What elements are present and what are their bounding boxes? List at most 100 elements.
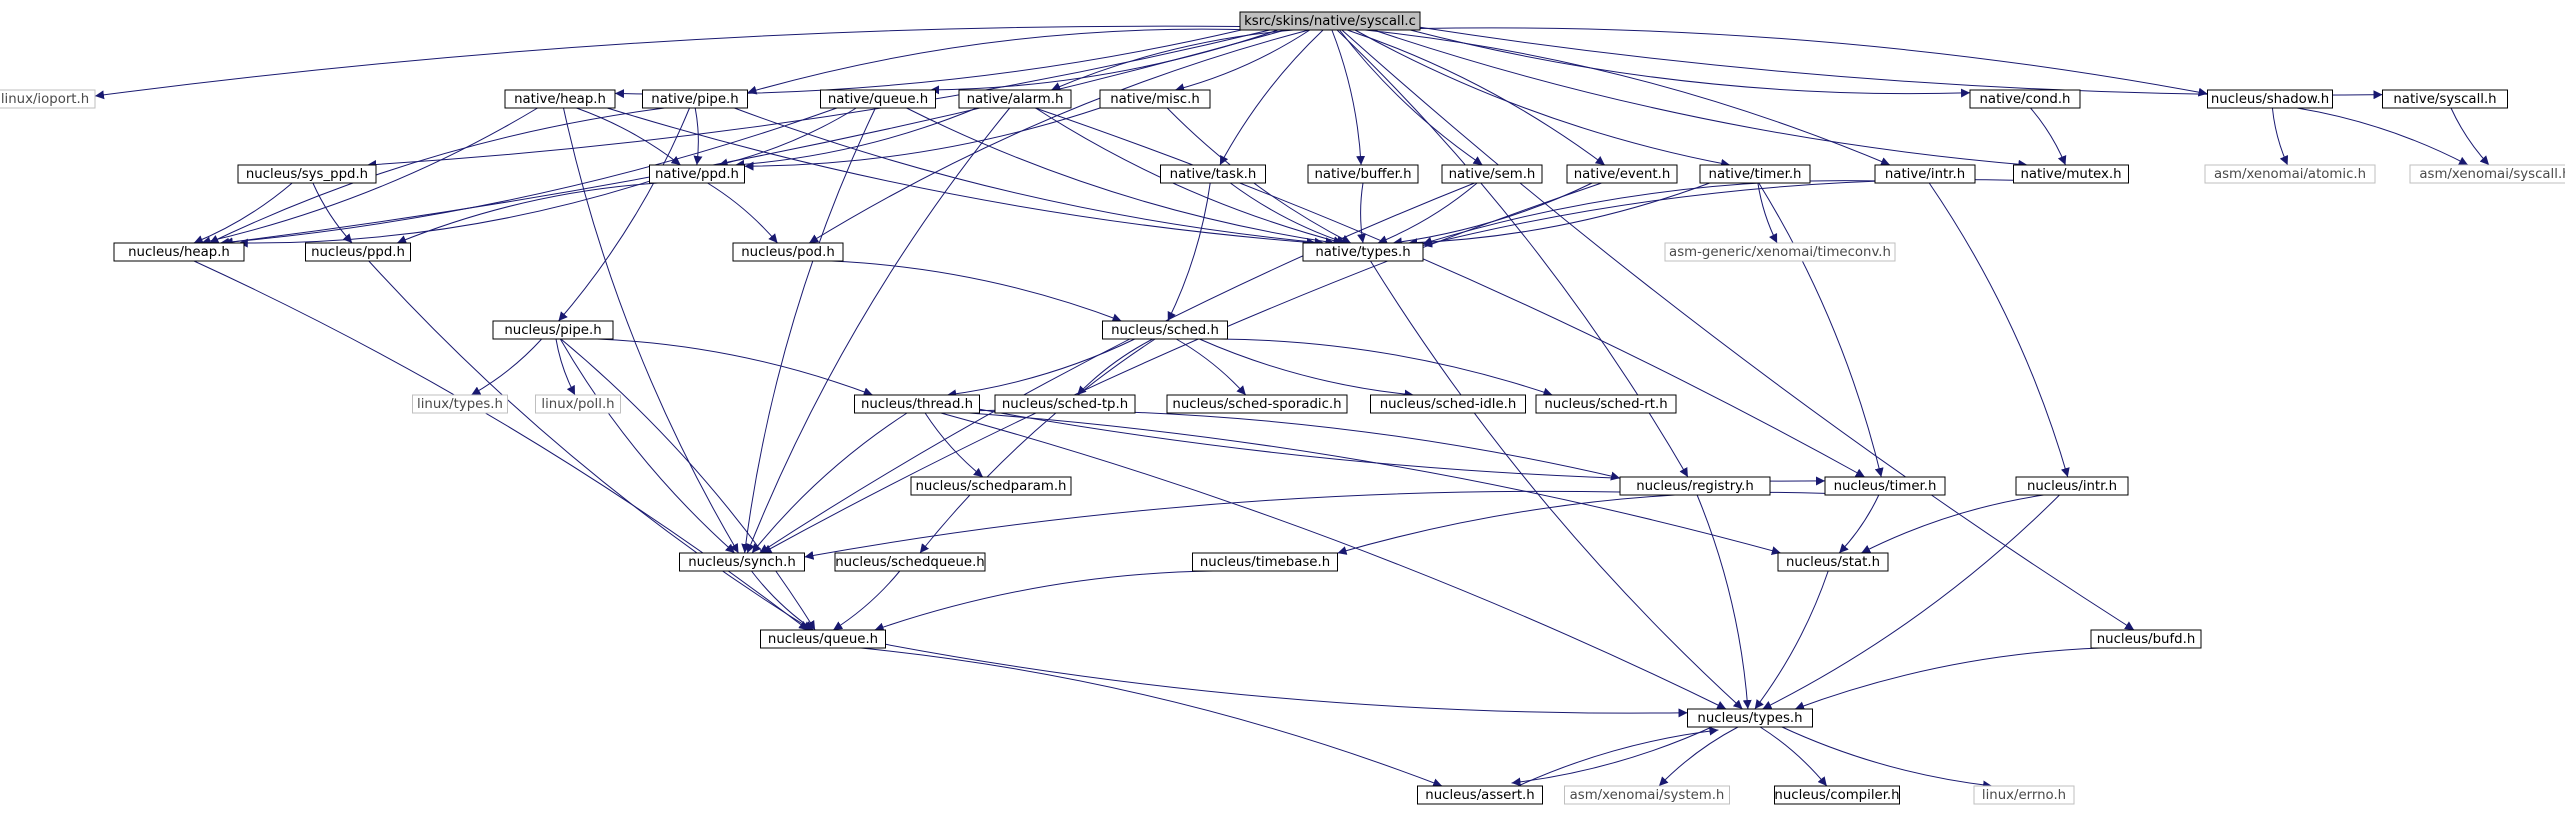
edge-native-alarm-h-to-nucleus-synch-h (746, 107, 1011, 554)
node-asm-generic-xenomai-timeconv-h: asm-generic/xenomai/timeconv.h (1664, 242, 1896, 262)
node-ksrc-skins-native-syscall-c[interactable]: ksrc/skins/native/syscall.c (1239, 11, 1421, 31)
edge-native-alarm-h-to-nucleus-timer-h (1035, 107, 1866, 478)
node-nucleus-bufd-h[interactable]: nucleus/bufd.h (2090, 629, 2202, 649)
node-nucleus-queue-h[interactable]: nucleus/queue.h (760, 629, 886, 649)
node-nucleus-sys-ppd-h[interactable]: nucleus/sys_ppd.h (237, 164, 377, 184)
node-nucleus-assert-h[interactable]: nucleus/assert.h (1417, 785, 1543, 805)
edge-native-event-h-to-nucleus-synch-h (762, 182, 1602, 554)
node-native-mutex-h[interactable]: native/mutex.h (2013, 164, 2129, 184)
edge-ksrc-skins-native-syscall-c-to-native-mutex-h (1373, 29, 2028, 169)
node-nucleus-schedparam-h[interactable]: nucleus/schedparam.h (910, 476, 1072, 496)
edge-nucleus-thread-h-to-nucleus-registry-h (979, 409, 1621, 481)
node-nucleus-schedqueue-h[interactable]: nucleus/schedqueue.h (834, 552, 986, 572)
node-nucleus-heap-h[interactable]: nucleus/heap.h (113, 242, 245, 262)
edge-ksrc-skins-native-syscall-c-to-native-syscall-h (1419, 26, 2383, 100)
edge-nucleus-assert-h-to-nucleus-types-h (1511, 726, 1719, 790)
node-nucleus-ppd-h[interactable]: nucleus/ppd.h (305, 242, 411, 262)
node-native-ppd-h[interactable]: native/ppd.h (649, 164, 745, 184)
node-native-cond-h[interactable]: native/cond.h (1969, 89, 2081, 109)
node-label: native/task.h (1170, 167, 1257, 182)
node-label: nucleus/timer.h (1834, 479, 1937, 494)
node-label: nucleus/stat.h (1786, 555, 1880, 570)
node-native-alarm-h[interactable]: native/alarm.h (958, 89, 1072, 109)
edge-nucleus-sys-ppd-h-to-nucleus-ppd-h (312, 182, 353, 244)
node-box (237, 164, 377, 184)
node-nucleus-pipe-h[interactable]: nucleus/pipe.h (492, 320, 614, 340)
node-label: native/heap.h (514, 92, 606, 107)
node-nucleus-sched-idle-h[interactable]: nucleus/sched-idle.h (1370, 394, 1526, 414)
node-nucleus-stat-h[interactable]: nucleus/stat.h (1777, 552, 1889, 572)
node-box (994, 394, 1136, 414)
node-native-types-h[interactable]: native/types.h (1302, 242, 1424, 262)
node-native-timer-h[interactable]: native/timer.h (1699, 164, 1811, 184)
edge-native-queue-h-to-native-ppd-h (718, 107, 857, 168)
node-native-misc-h[interactable]: native/misc.h (1099, 89, 1211, 109)
node-label: native/cond.h (1980, 92, 2071, 107)
edge-nucleus-thread-h-to-nucleus-synch-h (751, 412, 908, 554)
node-label: native/pipe.h (651, 92, 738, 107)
node-nucleus-pod-h[interactable]: nucleus/pod.h (732, 242, 844, 262)
node-native-sem-h[interactable]: native/sem.h (1441, 164, 1543, 184)
node-label: nucleus/synch.h (688, 555, 796, 570)
node-nucleus-synch-h[interactable]: nucleus/synch.h (679, 552, 805, 572)
node-native-heap-h[interactable]: native/heap.h (504, 89, 616, 109)
edge-nucleus-sched-h-to-nucleus-sched-sporadic-h (1175, 338, 1247, 396)
edge-native-timer-h-to-asm-generic-xenomai-timeconv-h (1757, 182, 1778, 244)
node-asm-xenomai-atomic-h: asm/xenomai/atomic.h (2204, 164, 2376, 184)
node-label: nucleus/bufd.h (2097, 632, 2196, 647)
edge-native-sem-h-to-nucleus-synch-h (759, 182, 1475, 554)
edge-nucleus-registry-h-to-nucleus-types-h (1696, 494, 1752, 710)
node-box (1774, 785, 1900, 805)
node-box (2382, 89, 2508, 109)
node-native-buffer-h[interactable]: native/buffer.h (1307, 164, 1419, 184)
node-nucleus-registry-h[interactable]: nucleus/registry.h (1619, 476, 1771, 496)
node-nucleus-shadow-h[interactable]: nucleus/shadow.h (2207, 89, 2333, 109)
node-box (1370, 394, 1526, 414)
node-native-task-h[interactable]: native/task.h (1160, 164, 1266, 184)
edge-native-pipe-h-to-native-ppd-h (693, 107, 703, 166)
node-nucleus-compiler-h[interactable]: nucleus/compiler.h (1774, 785, 1900, 805)
edge-nucleus-thread-h-to-nucleus-schedparam-h (924, 412, 984, 478)
edge-native-heap-h-to-native-ppd-h (576, 107, 681, 166)
edge-native-ppd-h-to-nucleus-ppd-h (396, 182, 658, 244)
node-label: nucleus/shadow.h (2211, 92, 2329, 107)
node-box (1160, 164, 1266, 184)
node-nucleus-timer-h[interactable]: nucleus/timer.h (1824, 476, 1946, 496)
node-native-pipe-h[interactable]: native/pipe.h (642, 89, 748, 109)
node-label: native/buffer.h (1314, 167, 1411, 182)
node-box (1564, 785, 1730, 805)
edge-nucleus-pipe-h-to-linux-poll-h (555, 338, 576, 396)
node-nucleus-intr-h[interactable]: nucleus/intr.h (2015, 476, 2129, 496)
edge-nucleus-types-h-to-linux-errno-h (1781, 726, 1993, 790)
node-nucleus-sched-rt-h[interactable]: nucleus/sched-rt.h (1535, 394, 1677, 414)
node-label: nucleus/queue.h (768, 632, 878, 647)
node-nucleus-thread-h[interactable]: nucleus/thread.h (854, 394, 980, 414)
node-box (113, 242, 245, 262)
node-nucleus-sched-h[interactable]: nucleus/sched.h (1102, 320, 1228, 340)
node-box (732, 242, 844, 262)
node-label: native/timer.h (1709, 167, 1802, 182)
edge-native-task-h-to-nucleus-sched-h (1167, 182, 1211, 322)
edge-ksrc-skins-native-syscall-c-to-nucleus-heap-h (223, 29, 1286, 247)
node-label: native/alarm.h (967, 92, 1064, 107)
node-nucleus-sched-sporadic-h[interactable]: nucleus/sched-sporadic.h (1166, 394, 1348, 414)
edge-ksrc-skins-native-syscall-c-to-nucleus-bufd-h (1341, 29, 2135, 631)
node-box (1102, 320, 1228, 340)
node-nucleus-sched-tp-h[interactable]: nucleus/sched-tp.h (994, 394, 1136, 414)
edge-native-heap-h-to-native-types-h (607, 107, 1316, 247)
node-native-intr-h[interactable]: native/intr.h (1874, 164, 1976, 184)
node-box (642, 89, 748, 109)
edge-native-cond-h-to-native-mutex-h (2030, 107, 2067, 166)
node-native-queue-h[interactable]: native/queue.h (820, 89, 936, 109)
node-label: nucleus/types.h (1697, 711, 1802, 726)
edge-nucleus-types-h-to-nucleus-compiler-h (1759, 726, 1828, 787)
edge-nucleus-intr-h-to-nucleus-stat-h (1861, 494, 2044, 554)
node-box (1239, 11, 1421, 31)
node-asm-xenomai-system-h: asm/xenomai/system.h (1564, 785, 1730, 805)
node-nucleus-timebase-h[interactable]: nucleus/timebase.h (1192, 552, 1338, 572)
node-nucleus-types-h[interactable]: nucleus/types.h (1687, 708, 1813, 728)
edge-native-event-h-to-native-types-h (1392, 182, 1593, 247)
node-native-syscall-h[interactable]: native/syscall.h (2382, 89, 2508, 109)
node-label: native/sem.h (1449, 167, 1536, 182)
node-native-event-h[interactable]: native/event.h (1566, 164, 1678, 184)
